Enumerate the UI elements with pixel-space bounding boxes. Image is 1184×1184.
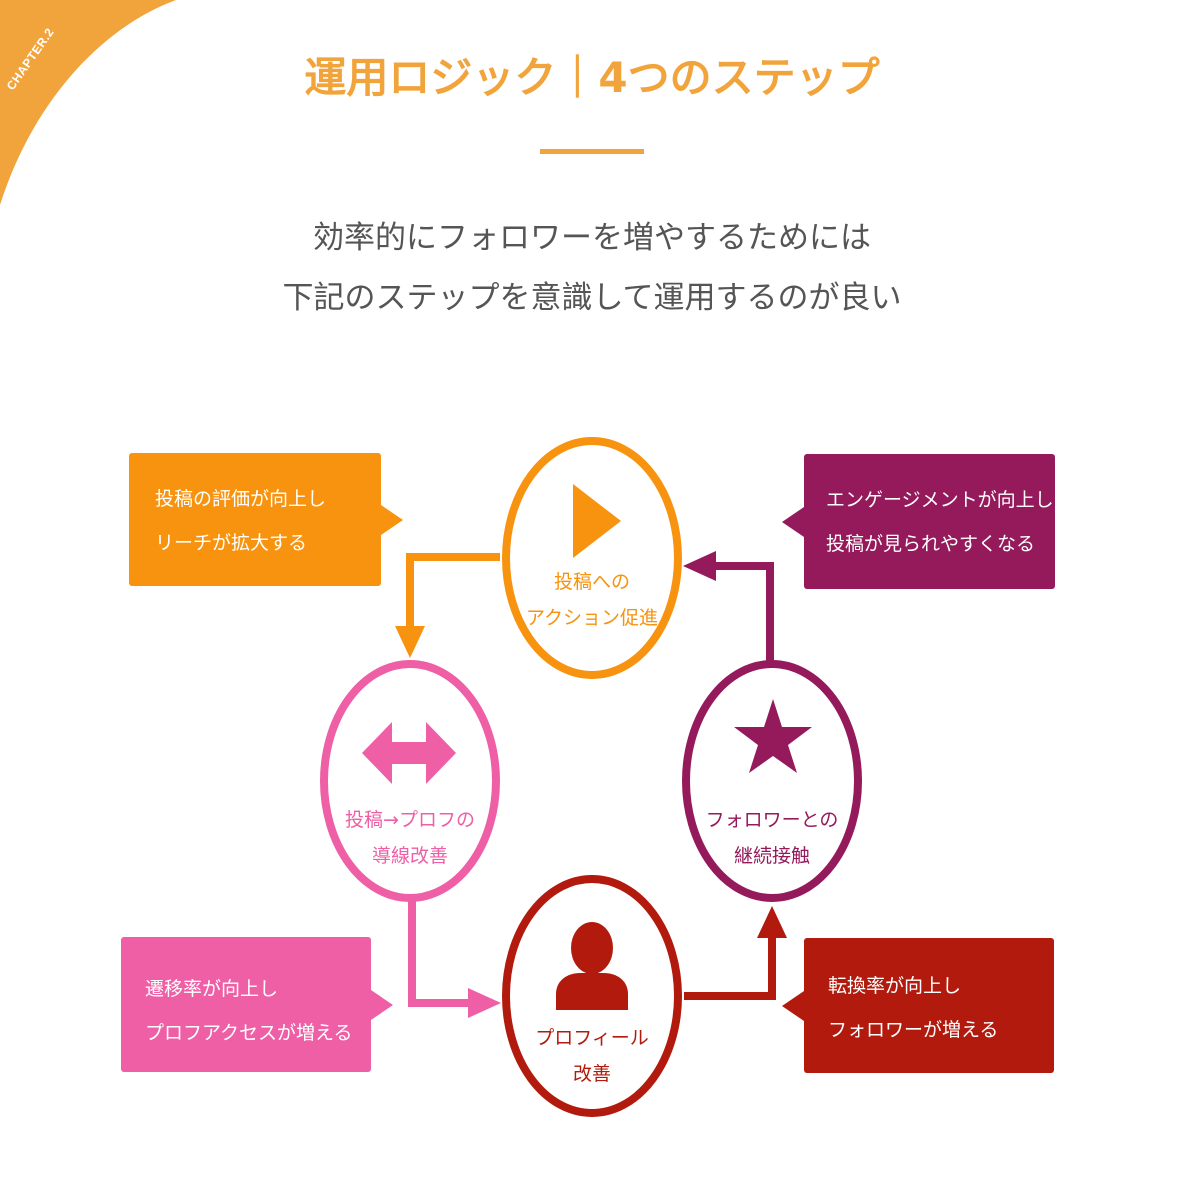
callout-line-1: エンゲージメントが向上し [826, 489, 1054, 511]
callout-line-1: 転換率が向上し [828, 975, 962, 997]
node-label-line-2: 継続接触 [733, 845, 810, 867]
node-label-profile: プロフィール 改善 [504, 1020, 680, 1092]
callout-conversion: 転換率が向上し フォロワーが増える [782, 938, 1054, 1073]
star-icon [734, 699, 812, 773]
node-label-line-2: 導線改善 [371, 845, 448, 867]
subtitle-line-1: 効率的にフォロワーを増やするためには [313, 220, 871, 256]
node-label-action: 投稿への アクション促進 [504, 564, 680, 636]
callout-reach: 投稿の評価が向上し リーチが拡大する [129, 453, 403, 586]
node-label-line-1: 投稿→プロフの [345, 809, 475, 831]
node-label-line-1: フォロワーとの [705, 809, 839, 831]
callout-line-1: 投稿の評価が向上し [155, 488, 327, 510]
callout-pointer [381, 504, 403, 535]
play-icon [573, 484, 621, 558]
connector-continue-to-action [683, 551, 774, 662]
person-icon [556, 922, 628, 1010]
node-label-line-2: 改善 [572, 1063, 611, 1085]
callout-pointer [782, 990, 804, 1021]
connector-navigation-to-profile [408, 900, 501, 1018]
node-label-line-1: 投稿への [553, 571, 630, 593]
callout-pointer [371, 989, 393, 1020]
node-action-promotion [502, 437, 682, 679]
callout-line-2: プロフアクセスが増える [145, 1022, 353, 1044]
double-arrow-icon [362, 722, 456, 784]
subtitle-line-2: 下記のステップを意識して運用するのが良い [282, 280, 902, 316]
chapter-corner-badge [0, 0, 176, 205]
page-title: 運用ロジック｜4つのステップ [304, 53, 880, 102]
callout-engagement: エンゲージメントが向上し 投稿が見られやすくなる [782, 454, 1055, 589]
callout-transition: 遷移率が向上し プロフアクセスが増える [121, 937, 393, 1072]
node-label-line-1: プロフィール [535, 1027, 649, 1049]
callout-line-2: リーチが拡大する [155, 532, 308, 554]
node-label-navigation: 投稿→プロフの 導線改善 [322, 802, 498, 874]
node-label-continue: フォロワーとの 継続接触 [684, 802, 860, 874]
node-profile-improvement [502, 875, 682, 1117]
connector-action-to-navigation [395, 553, 500, 658]
callout-line-1: 遷移率が向上し [145, 978, 279, 1000]
callout-line-2: 投稿が見られやすくなる [826, 533, 1036, 555]
callout-line-2: フォロワーが増える [828, 1019, 999, 1041]
connector-profile-to-continue [684, 906, 787, 1000]
title-underline [540, 149, 644, 154]
node-navigation-improvement [320, 660, 500, 902]
node-label-line-2: アクション促進 [525, 607, 659, 629]
node-continuous-contact [682, 660, 862, 902]
callout-pointer [782, 506, 804, 537]
